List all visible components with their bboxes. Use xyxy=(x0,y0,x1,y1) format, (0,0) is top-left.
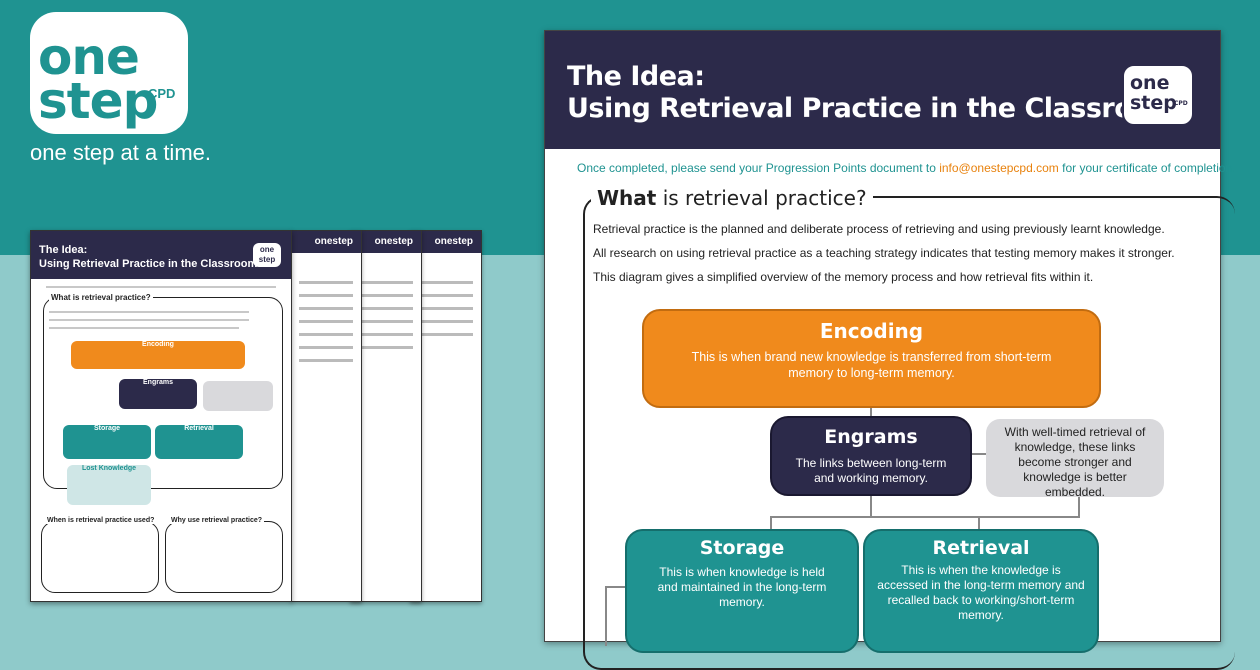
thumbnail-why-frame xyxy=(165,521,283,593)
brand-tagline: one step at a time. xyxy=(30,140,211,165)
thumbnail-storage-box: Storage xyxy=(63,425,151,459)
thumbnail-lost-knowledge-label: Lost Knowledge xyxy=(81,465,137,472)
connector-line xyxy=(968,453,986,455)
section-title-bold: What xyxy=(597,186,657,210)
paragraph-2: All research on using retrieval practice… xyxy=(593,246,1175,260)
thumbnail-section-frame xyxy=(43,297,283,489)
connector-line xyxy=(1078,497,1080,518)
thumbnail-lost-knowledge-box: Lost Knowledge xyxy=(67,465,151,505)
thumbnail-when-title: When is retrieval practice used? xyxy=(45,517,157,524)
document-header: The Idea: Using Retrieval Practice in th… xyxy=(545,31,1220,149)
retrieval-text: This is when the knowledge is accessed i… xyxy=(877,563,1085,622)
connector-line xyxy=(770,516,1080,518)
paragraph-3: This diagram gives a simplified overview… xyxy=(593,270,1094,284)
thumbnail-page-1: The Idea: Using Retrieval Practice in th… xyxy=(30,230,292,602)
thumbnail-when-frame xyxy=(41,521,159,593)
document-logo-one: one xyxy=(1130,72,1170,94)
connector-line xyxy=(605,586,607,646)
thumbnail-retrieval-label: Retrieval xyxy=(184,425,214,432)
thumbnail-storage-label: Storage xyxy=(93,425,121,432)
document-title-line1: The Idea: xyxy=(567,61,705,92)
connector-line xyxy=(770,516,772,529)
thumbnail-text-line xyxy=(49,327,239,329)
brand-logo: one step CPD xyxy=(30,12,188,134)
retrieval-box: Retrieval This is when the knowledge is … xyxy=(863,529,1099,653)
submission-text-after: for your certificate of completion. xyxy=(1058,161,1236,175)
thumbnail-brand: onestep xyxy=(374,236,413,247)
engrams-box: Engrams The links between long-term and … xyxy=(770,416,972,496)
encoding-title: Encoding xyxy=(819,319,924,343)
storage-text: This is when knowledge is held and maint… xyxy=(657,565,827,609)
engrams-title: Engrams xyxy=(824,426,918,448)
thumbnail-engrams-box: Engrams xyxy=(119,379,197,409)
retrieval-title: Retrieval xyxy=(932,537,1030,559)
logo-word-step: step xyxy=(38,72,158,130)
submission-instruction: Once completed, please send your Progres… xyxy=(577,161,1236,175)
side-note-text: With well-timed retrieval of knowledge, … xyxy=(1004,425,1146,499)
thumbnail-why-title: Why use retrieval practice? xyxy=(169,517,265,524)
logo-cpd: CPD xyxy=(148,86,176,101)
paragraph-1: Retrieval practice is the planned and de… xyxy=(593,222,1165,236)
thumbnail-text-line xyxy=(49,311,249,313)
side-note-box: With well-timed retrieval of knowledge, … xyxy=(986,419,1164,499)
document-title: The Idea: Using Retrieval Practice in th… xyxy=(567,61,1178,125)
thumbnail-text-line xyxy=(49,319,249,321)
thumbnail-brand: onestep xyxy=(314,236,353,247)
encoding-text: This is when brand new knowledge is tran… xyxy=(691,350,1052,380)
encoding-box: Encoding This is when brand new knowledg… xyxy=(642,309,1101,408)
storage-title: Storage xyxy=(699,537,785,559)
thumbnail-brand: onestep xyxy=(434,236,473,247)
thumbnail-retrieval-box: Retrieval xyxy=(155,425,243,459)
document-logo-step: step xyxy=(1130,92,1177,114)
connector-line xyxy=(978,516,980,529)
connector-line xyxy=(605,586,625,588)
engrams-text: The links between long-term and working … xyxy=(795,456,947,485)
document-page: The Idea: Using Retrieval Practice in th… xyxy=(544,30,1236,670)
thumbnail-encoding-box: Encoding xyxy=(71,341,245,369)
storage-box: Storage This is when knowledge is held a… xyxy=(625,529,859,653)
section-title: What is retrieval practice? xyxy=(591,186,873,210)
thumbnail-header: The Idea: Using Retrieval Practice in th… xyxy=(31,231,291,279)
connector-line xyxy=(870,404,872,416)
section-title-rest: is retrieval practice? xyxy=(656,186,867,210)
thumbnail-title-line1: The Idea: xyxy=(39,244,88,256)
document-title-line2: Using Retrieval Practice in the Classroo… xyxy=(567,93,1178,124)
thumbnail-text-line xyxy=(46,286,276,288)
thumbnail-title-line2: Using Retrieval Practice in the Classroo… xyxy=(39,258,258,270)
thumbnail-engrams-label: Engrams xyxy=(143,379,173,386)
thumbnail-logo: one step xyxy=(253,243,281,267)
document-logo-cpd: CPD xyxy=(1174,100,1188,107)
thumbnail-side-note xyxy=(203,381,273,411)
submission-text-before: Once completed, please send your Progres… xyxy=(577,161,940,175)
thumbnail-section-title: What is retrieval practice? xyxy=(49,293,153,302)
thumbnail-page-2: onestep xyxy=(290,230,362,602)
submission-email-link[interactable]: info@onestepcpd.com xyxy=(939,161,1059,175)
thumbnail-encoding-label: Encoding xyxy=(142,341,174,348)
thumbnail-title: The Idea: Using Retrieval Practice in th… xyxy=(39,243,257,271)
connector-line xyxy=(870,492,872,516)
logo-word-one: one xyxy=(38,28,140,86)
document-logo: one step CPD xyxy=(1122,64,1194,126)
